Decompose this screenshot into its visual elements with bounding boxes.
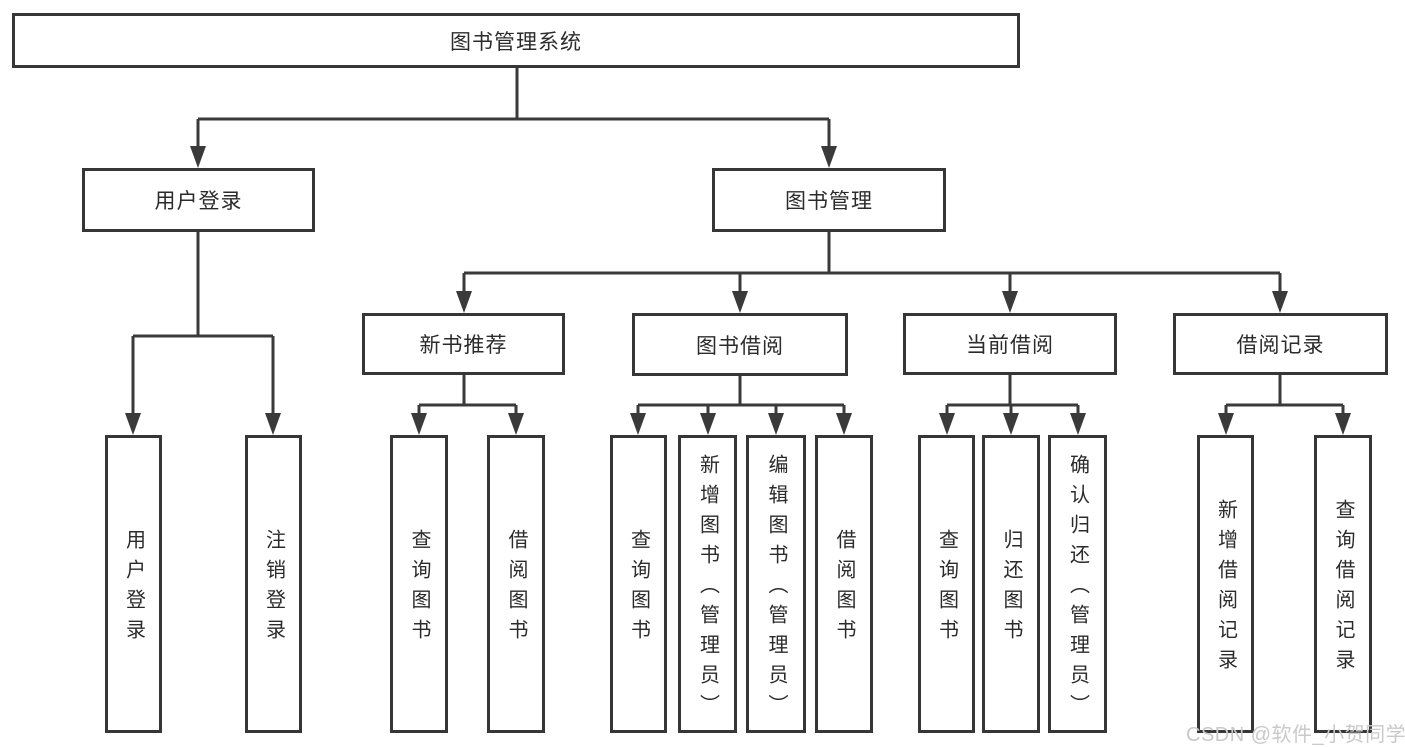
node-label: 查询图书 (935, 529, 958, 649)
node-label: 借阅图书 (505, 529, 527, 649)
arrow-down-icon (768, 413, 784, 435)
arrowhead-icons (125, 146, 1351, 435)
node-label: 当前借阅 (966, 334, 1054, 357)
node-label: 查询借阅记录 (1332, 499, 1354, 679)
node-logout: 注销登录 (245, 435, 302, 733)
node-label: 借阅记录 (1236, 334, 1325, 357)
node-confirm-return-admin: 确认归还（管理员） (1048, 435, 1107, 733)
node-borrowing-records: 借阅记录 (1173, 313, 1388, 375)
node-query-books-borrowing: 查询图书 (610, 435, 667, 733)
arrow-down-icon (411, 413, 427, 435)
arrow-down-icon (265, 413, 281, 435)
node-label: 查询图书 (408, 529, 430, 649)
node-return-books: 归还图书 (982, 435, 1040, 733)
csdn-watermark: CSDN @软件_小贺同学 (1186, 724, 1405, 746)
arrow-down-icon (732, 291, 748, 313)
node-query-borrow-record: 查询借阅记录 (1314, 435, 1372, 733)
node-label: 归还图书 (1000, 529, 1022, 649)
node-borrow-books: 借阅图书 (815, 435, 873, 733)
node-label: 编辑图书（管理员） (765, 454, 787, 724)
node-edit-books-admin: 编辑图书（管理员） (746, 435, 806, 733)
node-label: 用户登录 (154, 190, 243, 213)
node-label: 新增图书（管理员） (696, 454, 719, 724)
node-label: 查询图书 (627, 529, 650, 649)
node-query-books-recommend: 查询图书 (390, 435, 448, 733)
node-user-login-leaf: 用户登录 (105, 435, 162, 733)
arrow-down-icon (836, 413, 852, 435)
node-label: 新书推荐 (419, 334, 508, 357)
arrow-down-icon (125, 413, 141, 435)
node-new-book-recommendation: 新书推荐 (362, 313, 565, 375)
node-library-management-system: 图书管理系统 (12, 13, 1020, 68)
arrow-down-icon (630, 413, 646, 435)
tree-branch-lines (131, 68, 1345, 419)
arrow-down-icon (1218, 413, 1234, 435)
node-label: 确认归还（管理员） (1066, 454, 1089, 724)
node-add-borrow-record: 新增借阅记录 (1197, 435, 1254, 733)
node-current-borrowing: 当前借阅 (903, 313, 1117, 375)
arrow-down-icon (1070, 413, 1086, 435)
arrow-down-icon (700, 413, 716, 435)
arrow-down-icon (1335, 413, 1351, 435)
node-label: 新增借阅记录 (1214, 499, 1237, 679)
arrow-down-icon (821, 146, 837, 168)
node-add-books-admin: 新增图书（管理员） (678, 435, 737, 733)
arrow-down-icon (939, 413, 955, 435)
node-label: 注销登录 (262, 529, 285, 649)
arrow-down-icon (1003, 413, 1019, 435)
node-label: 图书管理系统 (450, 30, 582, 54)
arrow-down-icon (456, 291, 472, 313)
node-label: 借阅图书 (833, 529, 855, 649)
node-book-borrowing: 图书借阅 (632, 313, 848, 376)
arrow-down-icon (190, 146, 206, 168)
arrow-down-icon (1272, 291, 1288, 313)
node-label: 用户登录 (122, 529, 145, 649)
arrow-down-icon (1002, 291, 1018, 313)
node-book-management: 图书管理 (712, 168, 946, 232)
node-user-login: 用户登录 (82, 168, 315, 232)
node-query-books-current: 查询图书 (918, 435, 975, 733)
node-label: 图书借阅 (696, 334, 784, 358)
node-label: 图书管理 (785, 190, 873, 213)
arrow-down-icon (508, 413, 524, 435)
node-borrow-books-recommend: 借阅图书 (487, 435, 545, 733)
